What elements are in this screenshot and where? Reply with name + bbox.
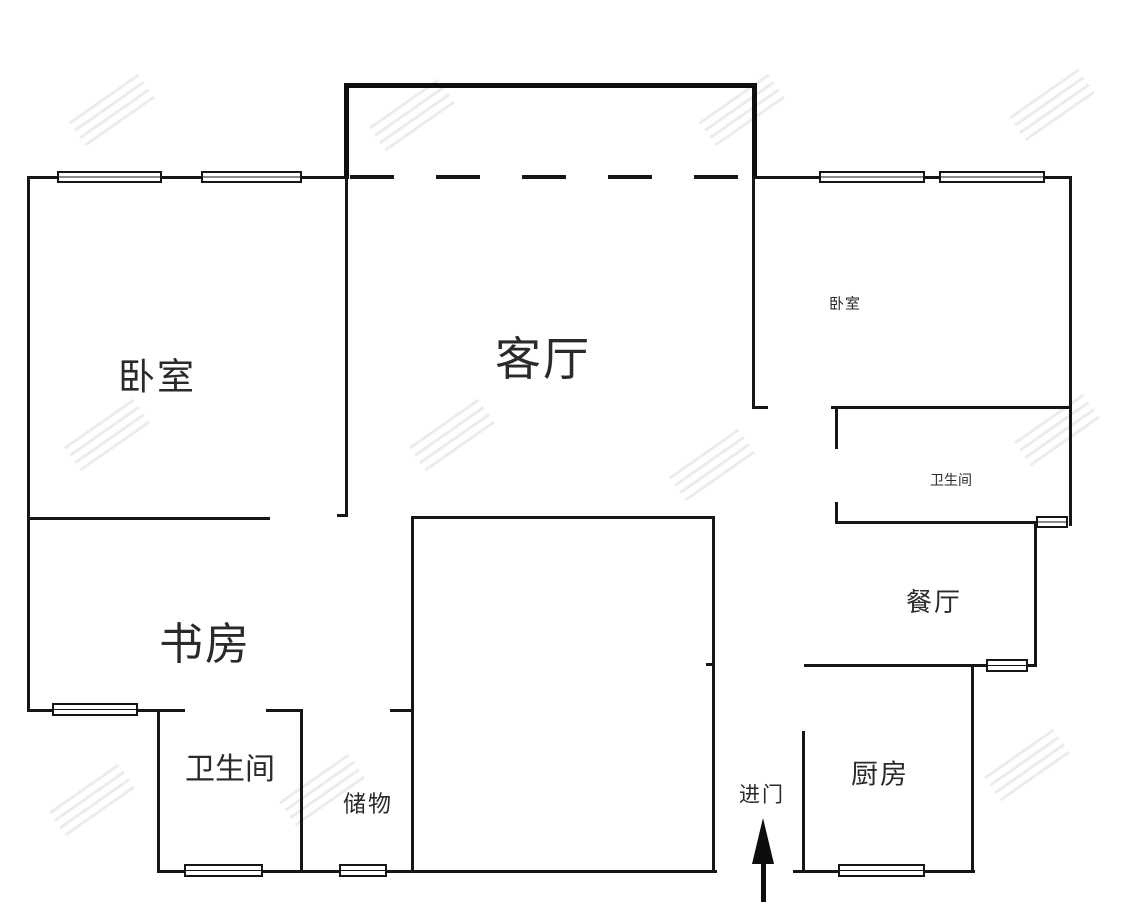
wall-bedroom-right-bottom — [831, 406, 1072, 409]
window-icon — [52, 703, 138, 716]
watermark — [668, 428, 756, 502]
wall-bathroom-right-west-upper — [835, 406, 838, 449]
window-icon — [838, 864, 925, 877]
wall-bedroom-left-bottom — [27, 517, 270, 520]
window-icon — [184, 864, 263, 877]
watermark — [48, 763, 136, 837]
room-label-study: 书房 — [159, 620, 251, 669]
watermark — [68, 73, 156, 147]
entrance-label: 进门 — [739, 783, 785, 807]
window-icon — [939, 171, 1045, 183]
wall-hall-left — [411, 516, 414, 873]
entrance-arrow-shaft — [761, 858, 766, 902]
wall-bathroom-left-west — [157, 709, 160, 873]
window-icon — [201, 171, 302, 183]
wall-outer-right — [1069, 176, 1072, 526]
wall-bottom — [157, 870, 717, 873]
room-label-kitchen: 厨房 — [851, 759, 909, 790]
wall-balcony-left — [344, 83, 349, 178]
wall-top-left — [27, 176, 349, 179]
wall-bathroom-storage-divider — [300, 709, 303, 873]
watermark — [63, 398, 151, 472]
wall-outer-left — [27, 176, 30, 712]
room-label-bathroom-left: 卫生间 — [185, 753, 275, 786]
room-label-storage: 储物 — [343, 790, 393, 817]
wall-kitchen-east — [971, 664, 974, 873]
wall-kitchen-west — [802, 731, 805, 873]
wall-bathroom-storage-top — [266, 709, 302, 712]
window-icon — [339, 864, 387, 877]
wall-bathroom-right-west-lower — [835, 502, 838, 524]
room-label-bathroom-right: 卫生间 — [930, 472, 972, 488]
wall-kitchen-top — [804, 664, 989, 667]
window-icon — [1036, 516, 1068, 528]
wall-bedroom-left-right — [345, 176, 348, 517]
window-icon — [819, 171, 925, 183]
wall-balcony-top — [344, 83, 757, 88]
room-label-living-room: 客厅 — [495, 333, 591, 385]
wall-dining-east — [1034, 521, 1037, 667]
watermark — [368, 78, 456, 152]
wall-balcony-right — [752, 83, 757, 178]
room-label-bedroom-right: 卧室 — [828, 295, 862, 313]
wall-jamb — [752, 406, 768, 409]
wall-bathroom-left-top — [157, 709, 185, 712]
wall-kitchen-top-stub — [1026, 664, 1037, 667]
room-label-bedroom-left: 卧室 — [118, 356, 196, 398]
window-icon — [57, 171, 162, 183]
wall-bedroom-right-left — [752, 176, 755, 409]
room-label-dining-room: 餐厅 — [905, 587, 963, 617]
entrance-arrow-icon — [752, 818, 774, 864]
window-icon — [986, 659, 1028, 672]
wall-jamb — [706, 663, 715, 666]
watermark — [1008, 68, 1096, 142]
wall-hall-top — [411, 516, 715, 519]
wall-jamb — [337, 514, 348, 517]
wall-bathroom-right-bottom — [835, 521, 1037, 524]
watermark — [1013, 393, 1101, 467]
wall-hall-right — [712, 516, 715, 873]
watermark — [408, 398, 496, 472]
balcony-dashed-boundary — [350, 175, 753, 179]
watermark — [983, 728, 1071, 802]
wall-storage-top — [390, 709, 414, 712]
